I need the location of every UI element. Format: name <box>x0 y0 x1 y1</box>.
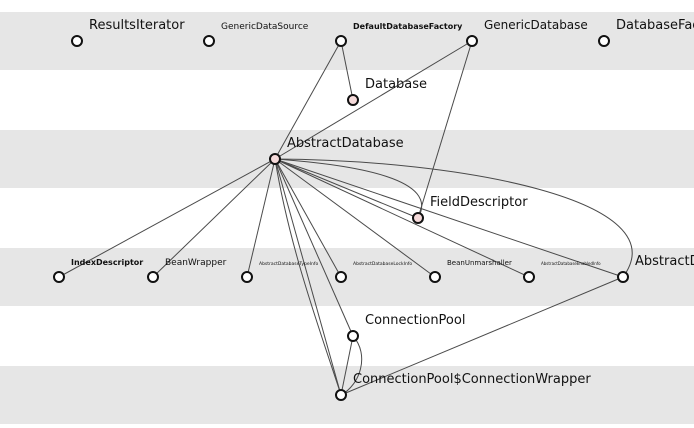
node-abstract-database-lock-info[interactable]: AbstractDatabaseLockInfo <box>335 261 412 283</box>
node-marker[interactable] <box>412 212 424 224</box>
node-abstract-database-type-info[interactable]: AbstractDatabaseTypeInfo <box>241 261 318 283</box>
edge <box>274 40 342 160</box>
node-marker[interactable] <box>598 35 610 47</box>
node-label: ResultsIterator <box>89 18 185 33</box>
node-label: BeanWrapper <box>165 258 227 268</box>
node-marker[interactable] <box>71 35 83 47</box>
node-marker[interactable] <box>147 271 159 283</box>
node-generic-data-source[interactable]: GenericDataSource <box>203 22 309 47</box>
node-marker[interactable] <box>241 271 253 283</box>
node-marker[interactable] <box>347 330 359 342</box>
node-marker[interactable] <box>203 35 215 47</box>
row-band <box>0 130 694 188</box>
node-marker[interactable] <box>335 389 347 401</box>
node-marker[interactable] <box>617 271 629 283</box>
edge <box>274 158 624 278</box>
node-label: ConnectionPool$ConnectionWrapper <box>353 372 591 387</box>
node-marker[interactable] <box>523 271 535 283</box>
edge <box>246 158 276 278</box>
node-connection-pool[interactable]: ConnectionPool <box>347 313 465 342</box>
node-label: IndexDescriptor <box>71 258 143 267</box>
edge <box>274 158 419 219</box>
edge <box>152 158 276 278</box>
edges <box>58 40 633 396</box>
node-database[interactable]: Database <box>347 77 427 106</box>
node-label: Database <box>365 77 427 92</box>
node-generic-database[interactable]: GenericDatabase <box>466 18 588 47</box>
node-abstract-database[interactable]: AbstractDatabase <box>269 136 404 165</box>
node-marker[interactable] <box>429 271 441 283</box>
node-marker[interactable] <box>335 35 347 47</box>
edge <box>274 40 473 160</box>
node-abstract-d[interactable]: AbstractD <box>617 254 694 283</box>
node-label: AbstractD <box>635 254 694 269</box>
nodes: ResultsIterator GenericDataSource Defaul… <box>53 18 694 401</box>
edge <box>274 158 530 278</box>
node-marker[interactable] <box>269 153 281 165</box>
node-label: ConnectionPool <box>365 313 465 328</box>
node-marker[interactable] <box>53 271 65 283</box>
node-marker[interactable] <box>347 94 359 106</box>
node-label: AbstractDatabaseTypeInfo <box>259 261 318 267</box>
node-abstract-database-enabled-info[interactable]: AbstractDatabaseEnabledInfo <box>523 261 601 283</box>
node-label: GenericDataSource <box>221 22 309 32</box>
edge <box>274 158 423 219</box>
edge <box>340 335 363 396</box>
edge <box>274 158 342 278</box>
edge <box>340 335 354 396</box>
node-label: BeanUnmarshaller <box>447 259 512 267</box>
edge <box>274 158 342 396</box>
node-index-descriptor[interactable]: IndexDescriptor <box>53 258 143 283</box>
node-label: AbstractDatabaseLockInfo <box>353 261 412 267</box>
node-label: AbstractDatabase <box>287 136 404 151</box>
edge <box>274 158 354 337</box>
node-label: DatabaseFac <box>616 18 694 33</box>
node-marker[interactable] <box>335 271 347 283</box>
edge <box>340 40 354 101</box>
node-marker[interactable] <box>466 35 478 47</box>
row-bands <box>0 12 694 424</box>
node-results-iterator[interactable]: ResultsIterator <box>71 18 185 47</box>
node-label: AbstractDatabaseEnabledInfo <box>541 261 601 266</box>
node-bean-unmarshaller[interactable]: BeanUnmarshaller <box>429 259 512 283</box>
node-database-factory[interactable]: DatabaseFac <box>598 18 694 47</box>
node-field-descriptor[interactable]: FieldDescriptor <box>412 195 528 224</box>
edge <box>58 158 276 278</box>
node-label: DefaultDatabaseFactory <box>353 22 463 31</box>
edge <box>274 158 342 396</box>
node-bean-wrapper[interactable]: BeanWrapper <box>147 258 227 283</box>
node-default-database-factory[interactable]: DefaultDatabaseFactory <box>335 22 463 47</box>
edge <box>340 276 624 396</box>
edge <box>417 40 473 219</box>
edge <box>274 158 436 278</box>
node-connection-wrapper[interactable]: ConnectionPool$ConnectionWrapper <box>335 372 591 401</box>
node-label: GenericDatabase <box>484 18 588 32</box>
node-label: FieldDescriptor <box>430 195 528 210</box>
edge <box>274 158 633 278</box>
